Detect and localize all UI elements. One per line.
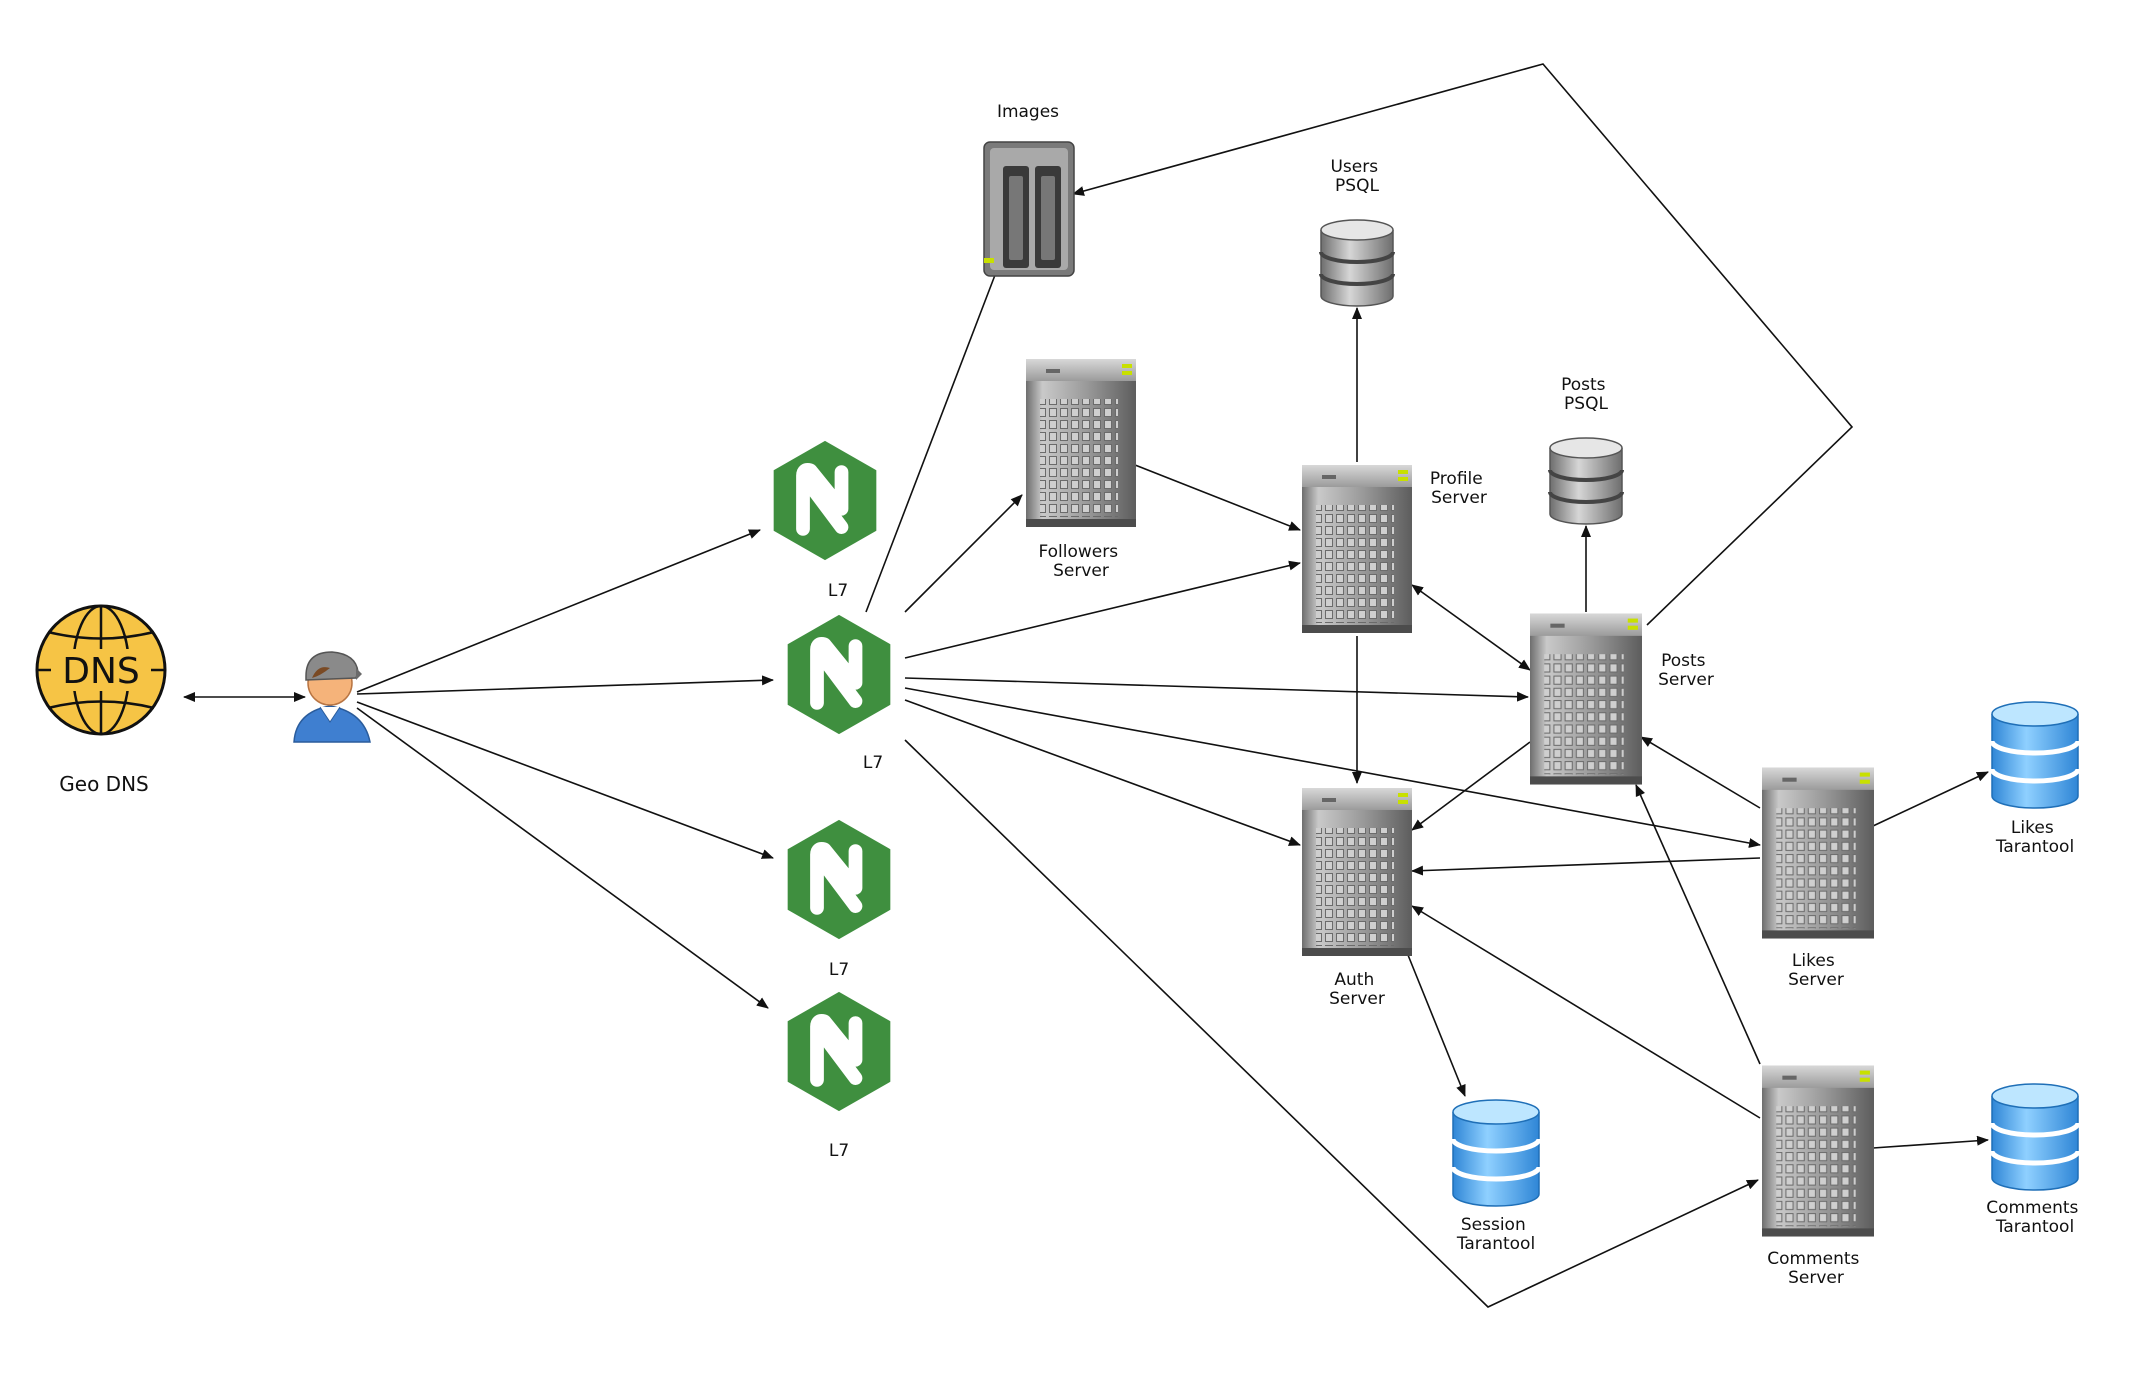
svg-text:Likes Server: Likes Server	[1788, 951, 1844, 990]
posts-psql-db: Posts PSQL	[1548, 375, 1624, 526]
database-icon	[1319, 218, 1395, 308]
posts-label-2: Server	[1658, 670, 1714, 690]
svg-text:Posts Server: Posts Server	[1658, 651, 1714, 690]
images-storage: Images	[983, 102, 1075, 277]
svg-text:Profile Server: Profile Server	[1430, 469, 1488, 508]
l7-balancer-2: L7	[788, 615, 891, 773]
dns-badge-text: DNS	[62, 651, 140, 692]
session-tarantool-db: Session Tarantool	[1453, 1100, 1539, 1254]
comments-server: Comments Server	[1762, 1065, 1874, 1288]
user-icon	[293, 651, 371, 743]
followers-label-1: Followers	[1038, 542, 1118, 562]
comments-db-label-1: Comments	[1986, 1198, 2078, 1218]
posts-label-1: Posts	[1661, 651, 1706, 671]
users-psql-label-1: Users	[1330, 157, 1378, 177]
l7-label-3: L7	[829, 960, 849, 980]
likes-db-label-1: Likes	[2011, 818, 2054, 838]
svg-text:Followers Server: Followers Server	[1038, 542, 1123, 581]
dns-globe-icon: DNS	[35, 604, 167, 736]
edge-comments-commentsdb	[1872, 1135, 1989, 1149]
l7-balancer-4: L7	[788, 992, 891, 1161]
edge-auth-session	[1407, 954, 1466, 1097]
posts-psql-label-1: Posts	[1561, 375, 1606, 395]
edge-l7-followers	[904, 494, 1023, 613]
nginx-icon	[788, 820, 891, 939]
comments-tarantool-db: Comments Tarantool	[1986, 1084, 2084, 1237]
session-label-1: Session	[1461, 1215, 1526, 1235]
nginx-icon	[788, 992, 891, 1111]
nas-icon	[983, 141, 1075, 277]
svg-text:Posts PSQL: Posts PSQL	[1561, 375, 1611, 414]
edge-likes-posts	[1640, 736, 1761, 809]
database-icon	[1992, 702, 2078, 808]
database-icon	[1548, 436, 1624, 526]
edge-l7-likes	[904, 687, 1761, 848]
auth-label-1: Auth	[1334, 970, 1374, 990]
images-label: Images	[997, 102, 1059, 122]
followers-label-2: Server	[1053, 561, 1109, 581]
edge-comments-posts	[1635, 784, 1761, 1065]
likes-label-2: Server	[1788, 970, 1844, 990]
server-icon	[1762, 1065, 1874, 1237]
connectors	[183, 63, 1989, 1308]
edge-comments-auth	[1411, 905, 1761, 1119]
l7-balancer-1: L7	[774, 441, 877, 601]
profile-label-2: Server	[1431, 488, 1487, 508]
auth-label-2: Server	[1329, 989, 1385, 1009]
profile-label-1: Profile	[1430, 469, 1483, 489]
comments-label-2: Server	[1788, 1268, 1844, 1288]
users-psql-label-2: PSQL	[1335, 176, 1379, 196]
l7-balancer-3: L7	[788, 820, 891, 980]
edge-l7-images	[865, 261, 1001, 613]
auth-server: Auth Server	[1302, 788, 1412, 1009]
nginx-icon	[788, 615, 891, 734]
svg-text:Comments Server: Comments Server	[1767, 1249, 1865, 1288]
edge-user-l7-3	[356, 701, 774, 859]
edge-l7-comments	[904, 739, 1759, 1308]
likes-tarantool-db: Likes Tarantool	[1992, 702, 2078, 857]
svg-text:Session Tarantool: Session Tarantool	[1456, 1215, 1535, 1254]
edge-posts-auth	[1411, 741, 1531, 831]
edge-followers-profile	[1134, 464, 1301, 531]
database-icon	[1453, 1100, 1539, 1206]
geo-dns-node: DNS Geo DNS	[35, 604, 167, 796]
svg-text:Comments Tarantool: Comments Tarantool	[1986, 1198, 2084, 1237]
server-icon	[1026, 359, 1136, 527]
likes-label-1: Likes	[1792, 951, 1835, 971]
posts-server: Posts Server	[1530, 613, 1714, 785]
database-icon	[1992, 1084, 2078, 1190]
svg-text:Auth Server: Auth Server	[1329, 970, 1385, 1009]
server-icon	[1302, 465, 1412, 633]
nginx-icon	[774, 441, 877, 560]
svg-text:Users PSQL: Users PSQL	[1330, 157, 1383, 196]
posts-psql-label-2: PSQL	[1564, 394, 1608, 414]
edge-likes-auth	[1411, 857, 1761, 876]
comments-db-label-2: Tarantool	[1995, 1217, 2074, 1237]
edge-user-l7-1	[356, 529, 761, 693]
edge-user-l7-4	[356, 707, 769, 1009]
svg-text:Likes Tarantool: Likes Tarantool	[1995, 818, 2074, 857]
geo-dns-label: Geo DNS	[59, 772, 148, 796]
l7-label-1: L7	[828, 581, 848, 601]
edge-l7-profile	[904, 560, 1301, 659]
edge-posts-images	[1072, 63, 1854, 626]
edge-l7-posts	[904, 677, 1529, 702]
followers-server: Followers Server	[1026, 359, 1136, 581]
session-label-2: Tarantool	[1456, 1234, 1535, 1254]
server-icon	[1302, 788, 1412, 956]
edge-l7-auth	[904, 699, 1301, 846]
likes-db-label-2: Tarantool	[1995, 837, 2074, 857]
edge-profile-posts	[1411, 584, 1531, 671]
edge-likes-likesdb	[1872, 771, 1989, 827]
likes-server: Likes Server	[1762, 767, 1874, 990]
users-psql-db: Users PSQL	[1319, 157, 1395, 308]
server-icon	[1530, 613, 1642, 785]
profile-server: Profile Server	[1302, 465, 1488, 633]
l7-label-2: L7	[863, 753, 883, 773]
server-icon	[1762, 767, 1874, 939]
comments-label-1: Comments	[1767, 1249, 1859, 1269]
edge-user-l7-2	[356, 675, 774, 695]
l7-label-4: L7	[829, 1141, 849, 1161]
